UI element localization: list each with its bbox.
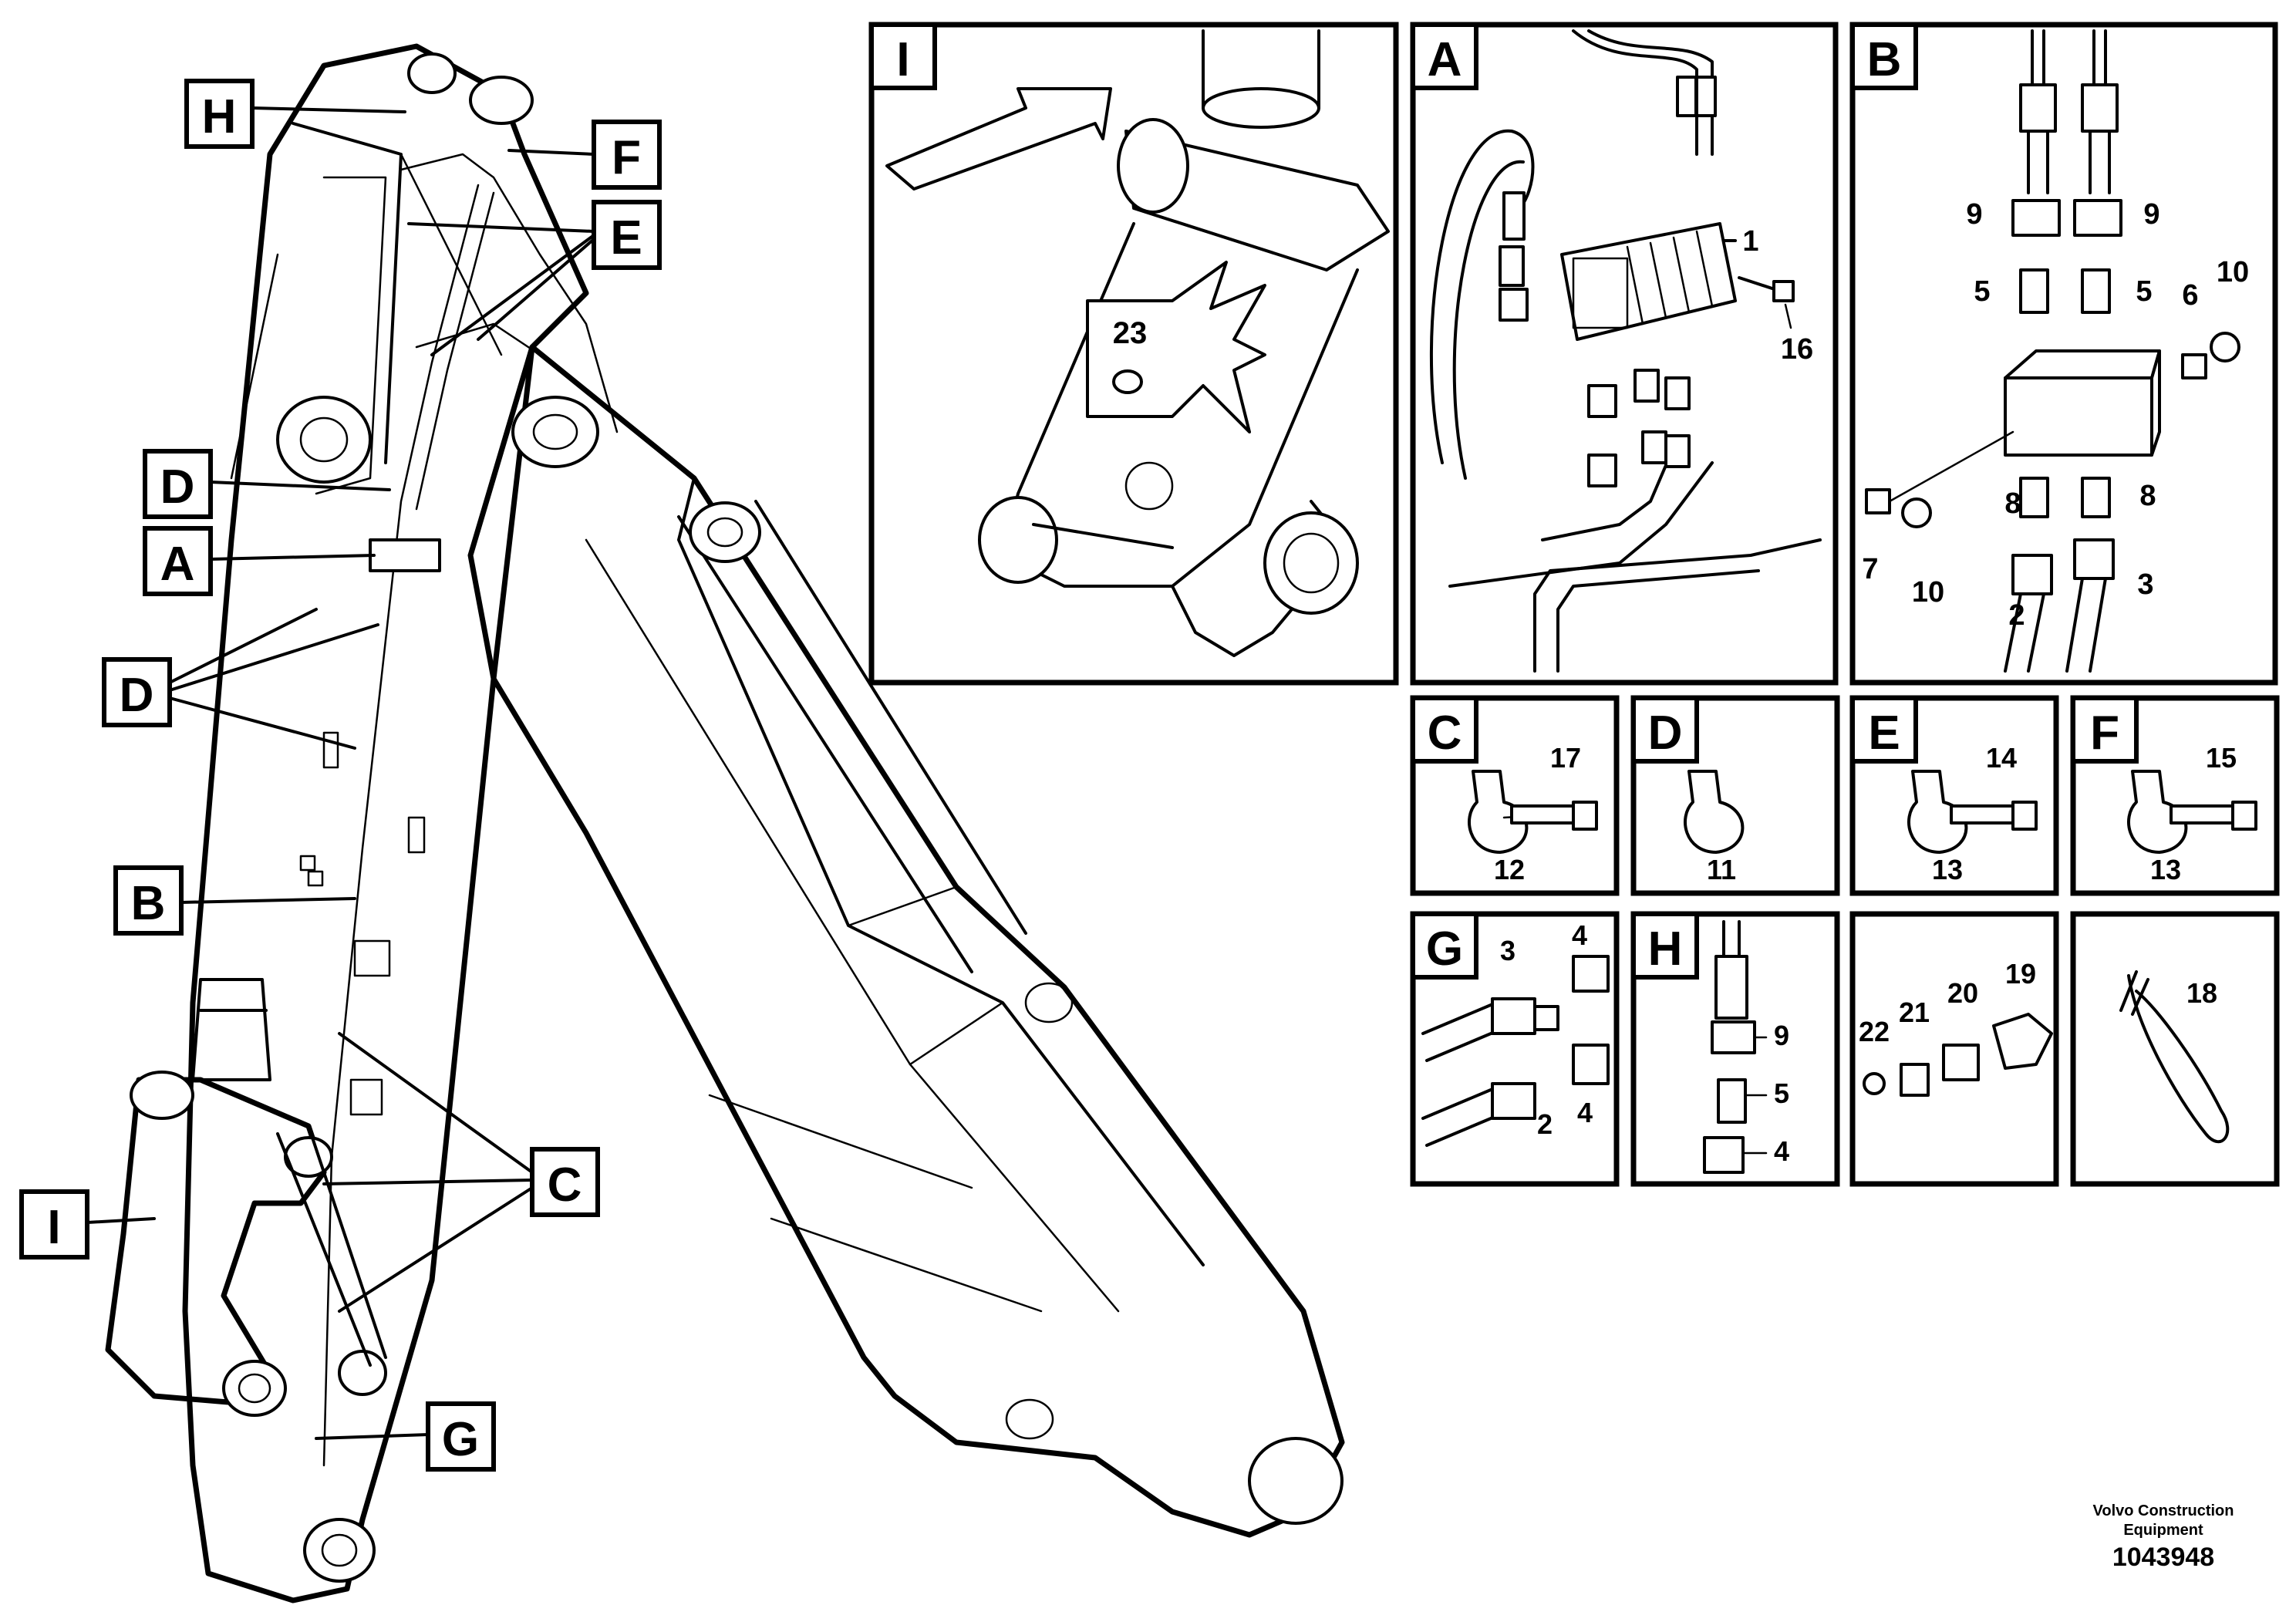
panel-G-part-2: 2 <box>1537 1108 1553 1140</box>
detail-panel-I: I 23 <box>868 22 1399 686</box>
callout-B-label: B <box>131 877 166 930</box>
panel-A-letter: A <box>1428 33 1462 86</box>
panel-F-letter: F <box>2090 706 2119 760</box>
panel-B-part-10-top: 10 <box>2217 256 2249 288</box>
panel-H-part-4: 4 <box>1774 1135 1789 1167</box>
callout-D-lower-label: D <box>120 669 154 722</box>
panel-B-part-5-right: 5 <box>2136 275 2152 308</box>
detail-panel-H: H 9 5 4 <box>1630 911 1840 1187</box>
drawing-number: 1043948 <box>2112 1543 2214 1572</box>
panel-F-part-15: 15 <box>2206 742 2237 774</box>
panel-G-letter: G <box>1426 922 1463 976</box>
panel-E-part-13: 13 <box>1932 854 1963 885</box>
callout-H-label: H <box>202 90 237 143</box>
panel-G-part-3: 3 <box>1500 935 1515 966</box>
panel-D-part-11: 11 <box>1707 854 1736 885</box>
panel-B-letter: B <box>1867 33 1902 86</box>
callout-F[interactable]: F <box>507 120 662 190</box>
panel-G-part-4-bottom: 4 <box>1577 1097 1593 1128</box>
panel-B-part-6: 6 <box>2182 279 2198 312</box>
panel-B-part-10-bottom: 10 <box>1912 576 1944 609</box>
panel-B-part-7: 7 <box>1862 553 1878 585</box>
fittings-part-19: 19 <box>2005 958 2036 990</box>
panel-A-part-16: 16 <box>1781 333 1813 366</box>
panel-B-part-2: 2 <box>2008 599 2025 632</box>
panel-I-part-23: 23 <box>1113 316 1148 350</box>
callout-E[interactable]: E <box>407 200 662 356</box>
tie-part-18: 18 <box>2186 977 2217 1009</box>
panel-F-part-13: 13 <box>2150 854 2181 885</box>
panel-A-part-1: 1 <box>1742 225 1758 258</box>
panel-B-part-9-right: 9 <box>2143 198 2159 231</box>
footer: Volvo Construction Equipment 1043948 <box>2093 1502 2234 1572</box>
detail-panel-A: A 1 16 <box>1410 22 1839 686</box>
panel-C-part-12: 12 <box>1494 854 1525 885</box>
panel-B-part-8-left: 8 <box>2004 487 2021 520</box>
callout-I-label: I <box>47 1201 60 1254</box>
panel-D-letter: D <box>1648 706 1683 760</box>
panel-I-letter: I <box>896 33 909 86</box>
callout-A-label: A <box>160 538 195 591</box>
callout-F-label: F <box>612 131 641 184</box>
panel-H-part-5: 5 <box>1774 1077 1789 1109</box>
detail-panel-B: B 9 9 5 5 6 10 8 8 7 10 2 <box>1849 22 2278 686</box>
company-name-line2: Equipment <box>2123 1522 2203 1539</box>
fittings-part-21: 21 <box>1899 996 1930 1028</box>
fittings-part-20: 20 <box>1947 977 1978 1009</box>
company-name-line1: Volvo Construction <box>2093 1502 2234 1519</box>
detail-panel-E: E 14 13 <box>1849 695 2059 896</box>
panel-B-part-9-left: 9 <box>1966 198 1982 231</box>
callout-I[interactable]: I <box>19 1189 156 1259</box>
panel-B-part-3: 3 <box>2137 568 2153 601</box>
panel-H-part-9: 9 <box>1774 1020 1789 1051</box>
fittings-part-22: 22 <box>1859 1016 1890 1047</box>
callout-D-top-label: D <box>160 460 195 514</box>
detail-panel-G: G 3 4 2 4 <box>1410 911 1620 1187</box>
callout-C[interactable]: C <box>322 1032 600 1313</box>
panel-B-part-5-left: 5 <box>1974 275 1990 308</box>
detail-panel-C: C 17 12 <box>1410 695 1620 896</box>
panel-B-part-8-right: 8 <box>2139 480 2156 512</box>
callout-D-lower[interactable]: D <box>102 608 379 750</box>
panel-E-letter: E <box>1868 706 1900 760</box>
callout-B[interactable]: B <box>113 865 356 936</box>
panel-G-part-4-top: 4 <box>1572 919 1587 951</box>
callout-H[interactable]: H <box>184 79 406 149</box>
panel-C-part-17: 17 <box>1550 742 1581 774</box>
detail-panel-fittings: 22 21 20 19 <box>1849 911 2059 1187</box>
callout-G-label: G <box>442 1413 479 1466</box>
callout-C-label: C <box>548 1158 582 1212</box>
panel-E-part-14: 14 <box>1986 742 2017 774</box>
callout-A[interactable]: A <box>143 526 376 596</box>
detail-panel-D: D 11 <box>1630 695 1840 896</box>
boom-illustration <box>105 43 1345 1603</box>
callout-E-label: E <box>610 211 642 265</box>
callout-D-top[interactable]: D <box>143 449 391 519</box>
panel-C-letter: C <box>1428 706 1462 760</box>
panel-H-letter: H <box>1648 922 1683 976</box>
callout-G[interactable]: G <box>315 1401 496 1472</box>
detail-panel-cable-tie: 18 <box>2070 911 2280 1187</box>
detail-panel-F: F 15 13 <box>2070 695 2280 896</box>
